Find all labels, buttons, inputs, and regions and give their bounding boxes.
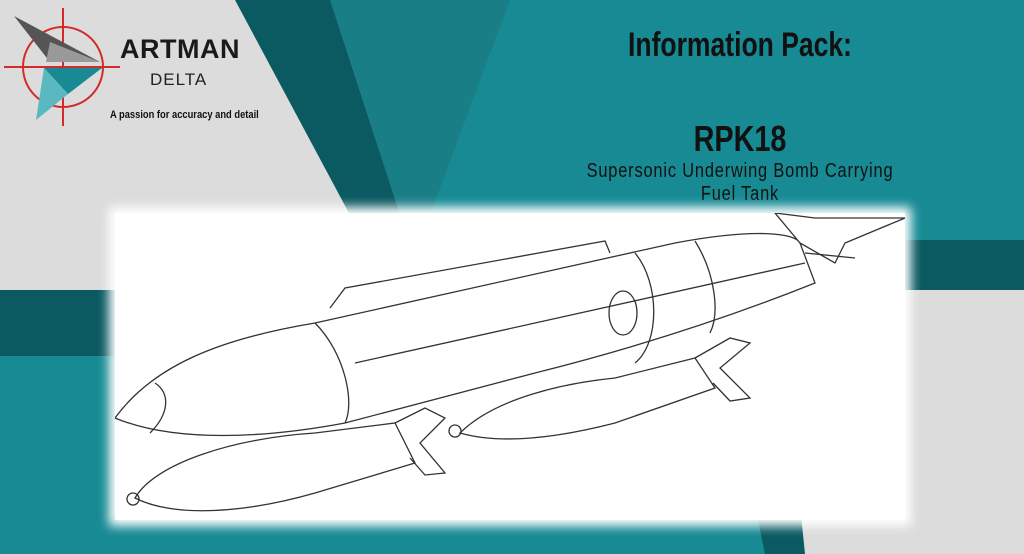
product-description: Supersonic Underwing Bomb Carrying Fuel … <box>586 160 894 205</box>
logo-tagline: A passion for accuracy and detail <box>110 109 259 121</box>
fuel-tank-drawing <box>115 213 905 512</box>
logo-sub: DELTA <box>150 70 208 89</box>
product-name: RPK18 <box>693 118 787 159</box>
logo-brand: ARTMAN <box>120 34 240 64</box>
product-drawing-panel <box>115 213 905 520</box>
page-title: Information Pack: <box>627 26 852 64</box>
reticle-logo-icon <box>4 8 120 126</box>
